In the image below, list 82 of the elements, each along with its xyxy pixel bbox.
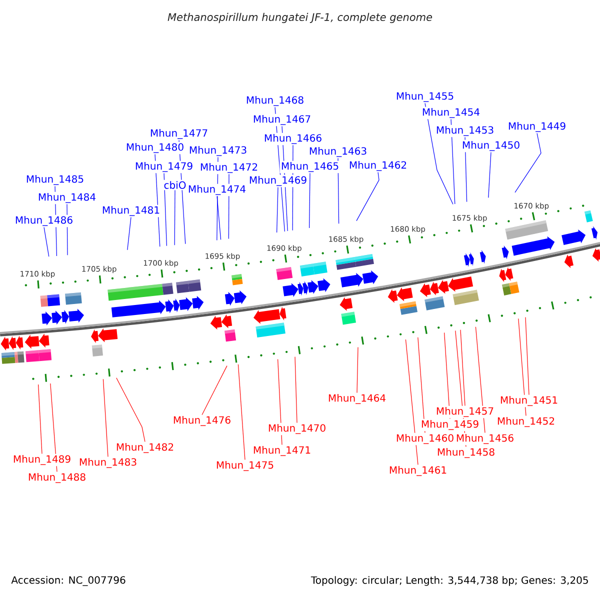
gene-label: Mhun_1469 (250, 176, 306, 186)
gene-label: Mhun_1451 (500, 396, 558, 406)
leader-line (44, 227, 50, 257)
leader-line (460, 330, 466, 406)
gene-label: Mhun_1488 (28, 473, 86, 483)
gene-label: Mhun_1463 (310, 147, 366, 157)
gene-label: Mhun_1458 (438, 448, 494, 458)
leader-line (274, 107, 285, 232)
leader-line (164, 173, 167, 246)
gene-label: Mhun_1489 (14, 455, 70, 465)
gene-label: Mhun_1455 (396, 92, 454, 102)
leader-line (278, 358, 282, 445)
gene-label: Mhun_1457 (436, 407, 494, 417)
footer-text: Accession: NC_007796 (11, 576, 126, 586)
gene-label: Mhun_1461 (390, 466, 446, 476)
leader-line (238, 364, 246, 460)
leader-line (174, 190, 176, 246)
leader-line (455, 330, 466, 447)
gene-label: Mhun_1481 (102, 206, 160, 216)
leader-line (116, 378, 146, 442)
leader-line (127, 217, 132, 250)
gene-label: Mhun_1470 (268, 424, 326, 434)
leader-line (518, 318, 526, 416)
leader-line (202, 366, 228, 416)
gene-label: Mhun_1456 (456, 434, 514, 444)
gene-label: Mhun_1474 (188, 185, 246, 195)
leader-line (418, 337, 426, 433)
leader-line (356, 347, 358, 393)
gene-label: Mhun_1465 (282, 162, 338, 172)
leader-line (216, 196, 222, 240)
gene-label: Mhun_1473 (190, 146, 246, 156)
leader-line (424, 102, 454, 205)
leader-line (102, 378, 108, 457)
leader-line (475, 326, 486, 433)
title: Methanospirillum hungatei JF-1, complete genome (168, 12, 432, 24)
leader-line (405, 339, 418, 465)
gene-label: Mhun_1479 (136, 162, 192, 172)
gene-label: Mhun_1468 (246, 96, 304, 106)
gene-label: Mhun_1482 (116, 443, 174, 453)
gene-label: Mhun_1476 (174, 416, 230, 426)
gene-label: Mhun_1484 (38, 193, 96, 203)
leader-line (154, 154, 160, 247)
leader-line (450, 119, 456, 204)
gene-label: Mhun_1449 (508, 122, 566, 132)
footer-text: Topology: circular; Length: 3,544,738 bp; Genes: 3,205 (310, 576, 588, 586)
gene-label: Mhun_1485 (26, 175, 84, 185)
leader-line (464, 137, 468, 202)
leader-line (514, 132, 542, 193)
gene-label: Mhun_1472 (200, 163, 258, 173)
gene-label: Mhun_1464 (328, 394, 386, 404)
leader-line (276, 187, 278, 233)
leader-line (38, 384, 42, 454)
leader-line (294, 356, 298, 423)
leader-line (178, 140, 186, 244)
leader-line (338, 158, 340, 224)
gene-label: Mhun_1475 (216, 461, 274, 471)
gene-label: Mhun_1467 (254, 115, 310, 125)
gene-label: Mhun_1477 (150, 129, 208, 139)
leader-line (309, 173, 310, 228)
leader-line (54, 186, 57, 256)
gene-label: Mhun_1471 (254, 446, 310, 456)
gene-label: Mhun_1466 (264, 134, 322, 144)
leader-line (282, 126, 288, 232)
leader-line (488, 152, 492, 198)
leader-line (292, 145, 294, 231)
gene-label: Mhun_1462 (350, 161, 406, 171)
leader-line (228, 174, 230, 240)
gene-label: Mhun_1483 (80, 458, 136, 468)
gene-label: Mhun_1480 (126, 143, 184, 153)
gene-label: Mhun_1459 (422, 420, 478, 430)
gene-label: Mhun_1452 (498, 417, 554, 427)
leader-line (356, 172, 380, 222)
gene-label: Mhun_1486 (16, 216, 72, 226)
leader-line (50, 383, 58, 472)
gene-label: cbiO (164, 181, 186, 189)
leader-line (66, 204, 68, 256)
gene-label: Mhun_1460 (396, 434, 454, 444)
gene-label: Mhun_1450 (462, 141, 520, 151)
gene-label: Mhun_1453 (436, 126, 494, 136)
leader-line (216, 157, 218, 240)
gene-label: Mhun_1454 (422, 108, 480, 118)
leader-line (525, 316, 530, 395)
